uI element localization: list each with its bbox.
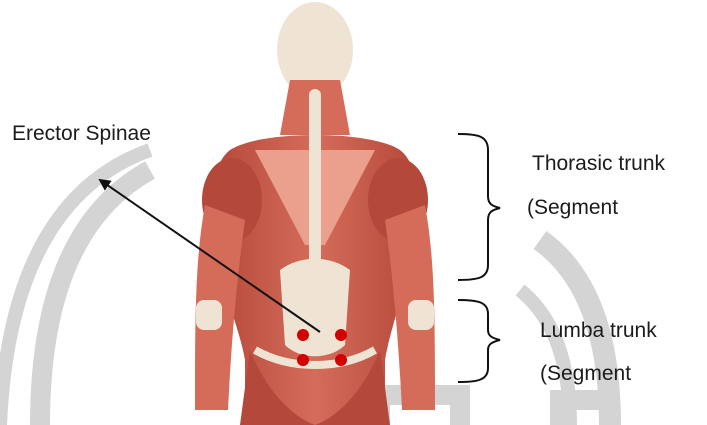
- thoracic-segment-label: (Segment: [527, 196, 618, 220]
- thoracic-trunk-label: Thorasic trunk: [532, 152, 665, 176]
- thoracic-brace: [458, 134, 500, 280]
- thoracic-paren: (: [527, 196, 534, 219]
- lumbar-trunk-label: Lumba trunk: [540, 319, 657, 343]
- left-wrist-tendon: [196, 300, 222, 330]
- marker-dot: [335, 329, 347, 341]
- lumbar-brace: [458, 300, 500, 382]
- erector-spinae-label: Erector Spinae: [12, 122, 151, 146]
- lumbar-segment-label: (Segment: [540, 362, 631, 386]
- marker-dot: [297, 329, 309, 341]
- marker-dot: [335, 354, 347, 366]
- lumbar-fascia: [280, 259, 350, 357]
- back-muscle-figure: [195, 2, 435, 425]
- lumbar-paren: (: [540, 362, 547, 385]
- thoracic-segment-text: Segment: [534, 196, 618, 219]
- lumbar-segment-text: Segment: [547, 362, 631, 385]
- right-wrist-tendon: [408, 300, 434, 330]
- marker-dot: [297, 354, 309, 366]
